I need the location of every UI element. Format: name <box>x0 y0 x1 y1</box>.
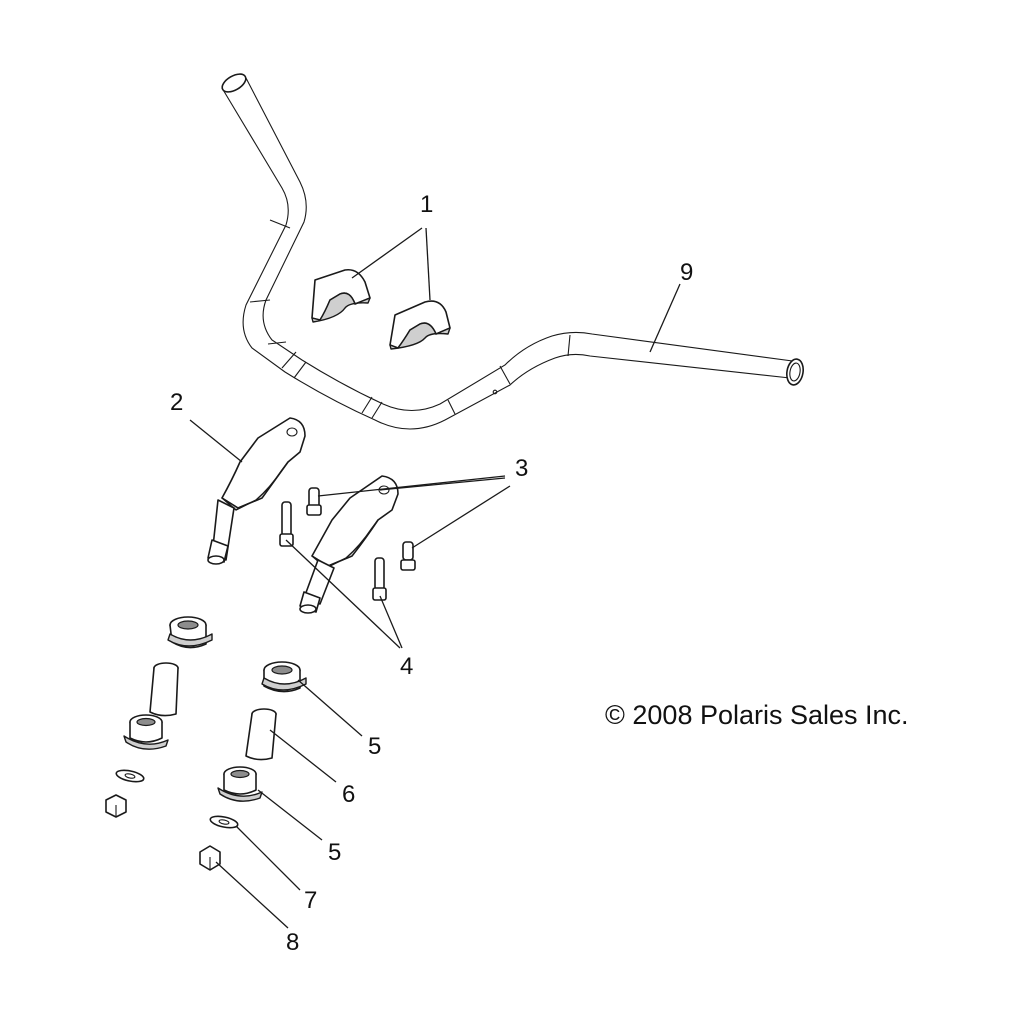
callout-6: 6 <box>342 781 355 808</box>
washer-right <box>209 815 239 829</box>
handlebar <box>221 73 804 430</box>
washer-left <box>115 769 145 783</box>
nut-left <box>105 794 127 818</box>
nut-right <box>199 845 221 871</box>
copyright-notice: © 2008 Polaris Sales Inc. <box>605 700 909 730</box>
bushing-upper-right <box>261 661 307 693</box>
callout-9: 9 <box>680 259 693 286</box>
short-bolt-1 <box>306 487 322 516</box>
callout-5-lower: 5 <box>328 839 341 866</box>
callout-3: 3 <box>515 455 528 482</box>
riser-right <box>299 475 399 614</box>
callout-1: 1 <box>420 191 433 218</box>
short-bolt-2 <box>400 541 416 571</box>
long-bolt-1 <box>279 501 294 547</box>
bushing-lower-left <box>123 714 169 750</box>
upper-clamp-left <box>311 268 371 323</box>
callout-8: 8 <box>286 929 299 956</box>
bushing-lower-right <box>217 766 263 802</box>
callout-2: 2 <box>170 389 183 416</box>
spacer-right <box>245 708 277 761</box>
spacer-left <box>149 662 179 717</box>
callout-7: 7 <box>304 887 317 914</box>
riser-left <box>207 417 306 565</box>
upper-clamp-right <box>389 300 451 350</box>
leader-lines <box>189 227 681 929</box>
long-bolt-2 <box>372 557 387 601</box>
bushing-upper-left <box>167 616 213 649</box>
callout-4: 4 <box>400 653 413 680</box>
callout-5-upper: 5 <box>368 733 381 760</box>
